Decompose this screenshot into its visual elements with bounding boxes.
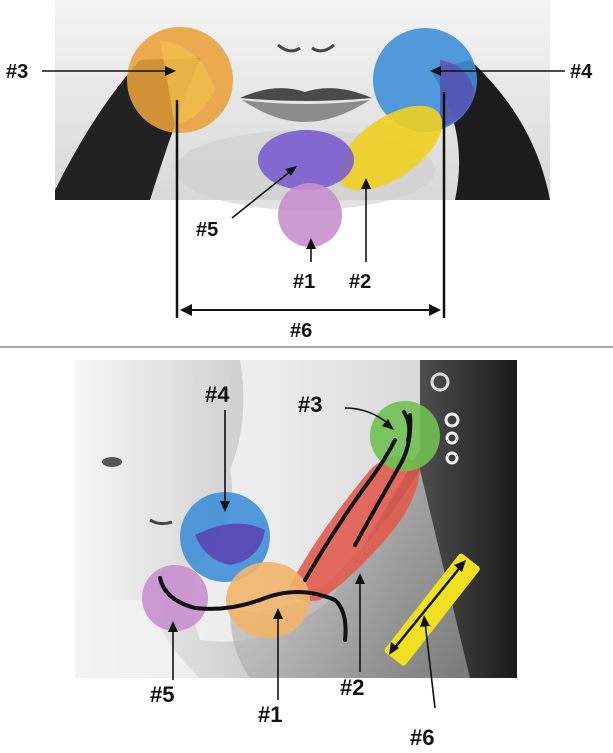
bottom-label-4: #4 bbox=[205, 382, 230, 407]
top-zone-1-circle bbox=[278, 183, 342, 247]
bottom-zone-1-ellipse bbox=[226, 562, 310, 638]
top-label-4: #4 bbox=[570, 61, 593, 83]
bottom-label-2: #2 bbox=[340, 675, 364, 700]
nostril bbox=[102, 457, 122, 467]
bottom-label-1: #1 bbox=[258, 702, 282, 727]
top-measure-arrow-left bbox=[180, 304, 192, 316]
top-label-1: #1 bbox=[293, 271, 315, 293]
bottom-label-3: #3 bbox=[298, 392, 322, 417]
top-zone-5-ellipse bbox=[258, 130, 354, 190]
top-label-6: #6 bbox=[290, 320, 312, 342]
profile-view-panel: #4 #3 #5 #2 #1 #6 bbox=[75, 360, 517, 750]
top-measure-arrow-right bbox=[429, 304, 441, 316]
top-label-5: #5 bbox=[196, 219, 218, 241]
top-label-3: #3 bbox=[6, 61, 28, 83]
front-view-panel: #3 #4 #5 #1 #2 #6 bbox=[6, 0, 593, 342]
bottom-label-6: #6 bbox=[410, 725, 434, 750]
bottom-label-5: #5 bbox=[150, 682, 174, 707]
top-label-2: #2 bbox=[349, 271, 371, 293]
